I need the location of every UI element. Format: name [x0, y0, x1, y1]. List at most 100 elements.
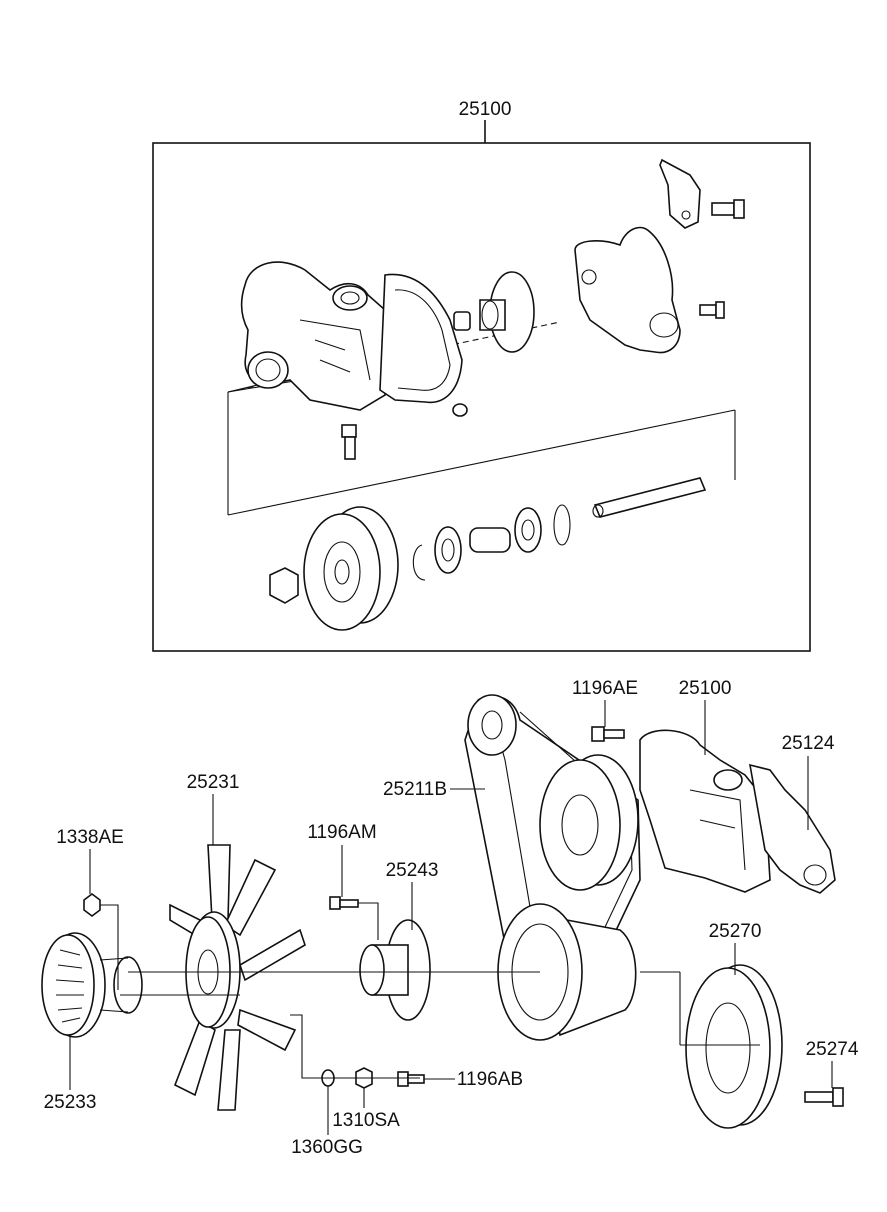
callout-1196am[interactable]: 1196AM — [307, 822, 376, 843]
snap-ring-1 — [412, 544, 426, 581]
drain-plug[interactable] — [341, 424, 357, 460]
callout-25100-top[interactable]: 25100 — [459, 99, 512, 120]
top-idler-pulley[interactable] — [467, 694, 517, 756]
callout-25100-lower-group[interactable]: 25100 — [679, 678, 732, 755]
callout-25124[interactable]: 25124 — [782, 733, 835, 754]
bolt-1196am[interactable] — [329, 896, 359, 910]
callout-1338ae[interactable]: 1338AE — [56, 827, 124, 848]
bolt-1338ae-head — [83, 893, 101, 917]
bolt-1196am-shank — [339, 899, 359, 908]
inlet-port-inner — [255, 358, 281, 382]
callout-1196ab[interactable]: 1196AB — [457, 1069, 523, 1090]
bolt-1196ae[interactable] — [591, 726, 625, 742]
bolt-25274[interactable] — [804, 1087, 844, 1107]
pump-pulley[interactable] — [539, 754, 639, 891]
spacer-face — [359, 944, 385, 996]
drain-plug-shank — [344, 436, 356, 460]
bearing-spacer[interactable] — [469, 527, 511, 553]
cover-bolt-shank — [699, 304, 717, 316]
bracket-hole — [681, 210, 691, 220]
callout-25233[interactable]: 25233 — [44, 1092, 97, 1113]
hub-nut[interactable] — [269, 567, 299, 604]
assembly-frame — [152, 142, 811, 652]
bolt-1338ae[interactable] — [83, 893, 101, 917]
bolt-25274-head — [832, 1087, 844, 1107]
top-idler-outer — [467, 694, 517, 756]
callout-25100-lower[interactable]: 25100 — [679, 678, 732, 699]
impeller-hub — [479, 299, 506, 331]
callout-25124-group[interactable]: 25124 — [782, 733, 835, 830]
cover-plate-outline — [574, 226, 681, 354]
cover-bolt-head — [715, 301, 725, 319]
callout-1196ae[interactable]: 1196AE — [572, 678, 638, 699]
callout-25231[interactable]: 25231 — [187, 772, 240, 793]
pump-ribs — [299, 319, 371, 381]
bracket-bolt[interactable] — [711, 199, 745, 219]
hub-nut-body — [269, 567, 299, 604]
rear-bearing-inner — [521, 519, 535, 541]
pump-assembled[interactable] — [639, 729, 771, 893]
fan-clutch-25233[interactable] — [41, 932, 143, 1038]
cover-bolt[interactable] — [699, 301, 725, 319]
thrust-washer — [553, 504, 571, 546]
assembly-25100-group[interactable]: 25100 — [152, 99, 811, 652]
gasket-25124-outline — [748, 763, 836, 894]
pulley-25270[interactable] — [685, 964, 783, 1129]
exploded-pulley[interactable] — [303, 506, 399, 631]
callout-25270[interactable]: 25270 — [709, 921, 762, 942]
impeller-hub-bore — [481, 300, 499, 330]
rear-cover-plate[interactable] — [574, 226, 681, 354]
callout-25243-group[interactable]: 25243 — [386, 860, 439, 930]
callout-25243[interactable]: 25243 — [386, 860, 439, 881]
callout-1360gg-group[interactable]: 1360GG — [291, 1086, 363, 1158]
pulley-hub — [323, 541, 361, 603]
pump-housing-exploded[interactable] — [240, 261, 386, 411]
bolt-1196ae-shank — [603, 729, 625, 739]
bolt-1196ab-shank — [407, 1074, 425, 1084]
callout-1360gg[interactable]: 1360GG — [291, 1137, 363, 1158]
fan-blade-top — [207, 844, 231, 921]
spacer-25243[interactable] — [359, 919, 431, 1021]
front-bearing[interactable] — [434, 526, 462, 574]
callout-1338ae-group[interactable]: 1338AE — [56, 827, 124, 894]
callout-25211b[interactable]: 25211B — [383, 779, 447, 800]
mount-bracket — [659, 158, 701, 229]
outlet-port-inner — [340, 291, 360, 305]
bolt-25274-shank — [804, 1091, 834, 1103]
callout-1310sa-group[interactable]: 1310SA — [332, 1088, 400, 1131]
drain-plug-head — [341, 424, 357, 438]
fan-blade-bottom — [173, 1018, 216, 1097]
callout-1196ae-group[interactable]: 1196AE — [572, 678, 638, 727]
pulley-rim-front — [303, 513, 381, 631]
gasket-25124[interactable] — [748, 763, 836, 894]
leader-1196am-line — [358, 902, 379, 940]
callout-25270-group[interactable]: 25270 — [709, 921, 762, 975]
callout-1196am-group[interactable]: 1196AM — [307, 822, 377, 897]
top-idler-inner — [481, 710, 503, 740]
pump-pulley-front — [539, 759, 621, 891]
exploded-frame-bottom — [227, 409, 736, 516]
front-bearing-inner — [441, 538, 455, 562]
impeller[interactable] — [479, 271, 535, 353]
rear-bearing[interactable] — [514, 507, 542, 553]
pulley-bore — [334, 559, 350, 585]
fan-clutch-neck — [99, 957, 129, 1013]
callout-25274-group[interactable]: 25274 — [806, 1039, 859, 1088]
callout-1196ab-group[interactable]: 1196AB — [424, 1069, 523, 1090]
pulley-25270-front — [685, 967, 771, 1129]
small-seal — [453, 311, 471, 331]
callout-25233-group[interactable]: 25233 — [44, 1035, 97, 1113]
pump-pulley-hub — [561, 794, 599, 856]
callout-25211b-group[interactable]: 25211B — [383, 779, 485, 800]
bolt-1196ab[interactable] — [397, 1071, 425, 1087]
callout-1310sa[interactable]: 1310SA — [332, 1110, 400, 1131]
callout-25231-group[interactable]: 25231 — [187, 772, 240, 845]
callout-25274[interactable]: 25274 — [806, 1039, 859, 1060]
pump-shaft[interactable] — [592, 477, 707, 518]
housing-gasket-inner — [394, 289, 451, 391]
cooling-fan[interactable] — [169, 844, 306, 1111]
bolt-1196am-head — [329, 896, 341, 910]
fan-blade-lower-right — [237, 1008, 297, 1052]
